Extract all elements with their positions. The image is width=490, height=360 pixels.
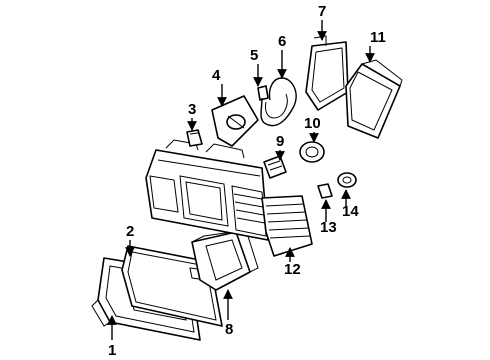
part-14-socket	[337, 172, 357, 188]
part-13-bulb	[317, 183, 333, 199]
callout-2: 2	[126, 223, 134, 240]
callout-labels: 1 2 3 4 5 6 7 8 9 10 11 12 13 14	[108, 3, 386, 359]
part-12-side-marker-lens	[261, 195, 313, 257]
part-8-cornering-lamp	[191, 229, 259, 291]
callout-14: 14	[342, 203, 359, 220]
callout-13: 13	[320, 219, 337, 236]
callout-1: 1	[108, 342, 116, 359]
callout-6: 6	[278, 33, 286, 50]
part-10-socket	[299, 141, 325, 163]
callout-4: 4	[212, 67, 221, 84]
part-7-mounting-bracket	[305, 35, 349, 111]
callout-11: 11	[370, 29, 386, 46]
callout-10: 10	[304, 115, 321, 132]
part-4-reflector-retainer	[211, 95, 259, 147]
part-11-reflector-shell	[345, 59, 403, 139]
part-5-socket	[257, 85, 269, 101]
callout-3: 3	[188, 101, 196, 118]
part-3-bulb	[186, 129, 203, 147]
callout-5: 5	[250, 47, 258, 64]
callout-8: 8	[225, 321, 233, 338]
part-6-wire-harness	[260, 77, 297, 127]
callout-7: 7	[318, 3, 326, 20]
part-9-bulb-socket	[263, 155, 287, 179]
headlamp-housing	[145, 139, 269, 241]
leader-lines	[107, 20, 375, 340]
callout-9: 9	[276, 133, 284, 150]
callout-12: 12	[284, 261, 301, 278]
